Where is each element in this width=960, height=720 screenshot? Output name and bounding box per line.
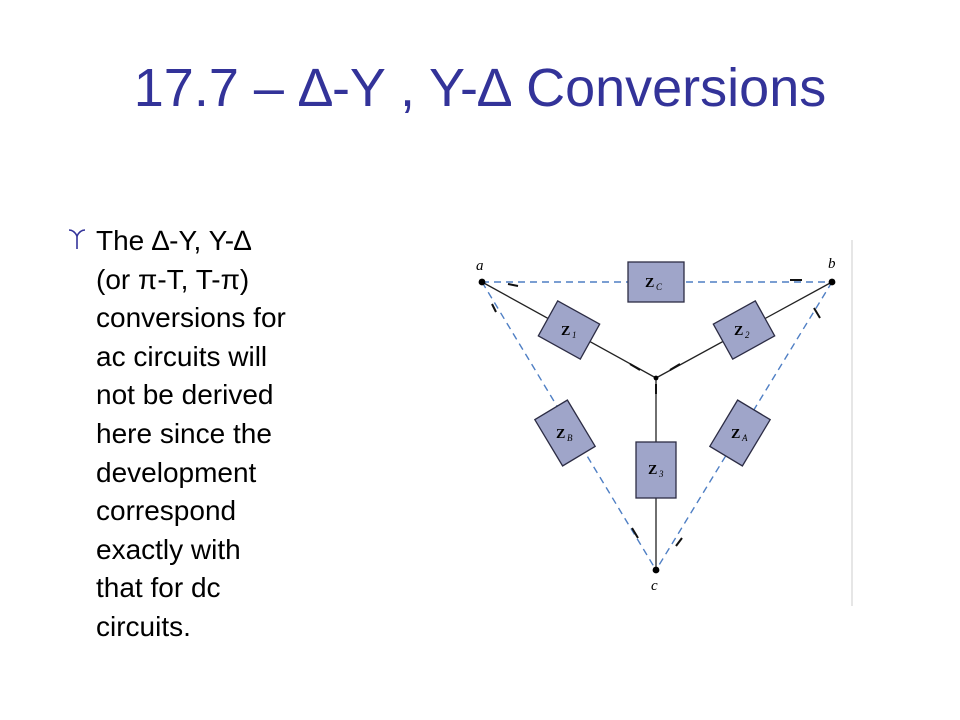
za-main: Z (731, 427, 740, 442)
bullet-line: development (96, 456, 257, 488)
bullet-text: The ∆-Y, Y-∆ (or π-T, T-π) conversions f… (96, 222, 361, 647)
curl-bullet-icon (68, 229, 86, 249)
label-b: b (828, 256, 836, 272)
node-a (478, 278, 486, 286)
z3-sub: 3 (658, 469, 664, 479)
bullet-line: The ∆-Y, Y-∆ (96, 225, 252, 256)
delta-wye-diagram: a b c Z C Z 1 Z 2 Z 3 Z B (470, 238, 862, 608)
impedance-z2 (712, 299, 776, 361)
bullet-line: circuits. (96, 610, 191, 642)
label-a: a (476, 258, 484, 274)
impedance-zb (533, 399, 597, 467)
z1-sub: 1 (572, 330, 577, 340)
z2-sub: 2 (745, 330, 750, 340)
direction-ticks (491, 279, 821, 547)
zc-sub: C (656, 282, 663, 292)
label-c: c (651, 578, 658, 594)
z1-main: Z (561, 324, 570, 339)
node-c (652, 566, 660, 574)
node-b (828, 278, 836, 286)
impedance-zc: Z C (627, 261, 685, 303)
impedance-z1 (537, 299, 601, 361)
z2-main: Z (734, 324, 743, 339)
za-sub: A (741, 433, 748, 443)
bullet-line: conversions for (96, 302, 286, 334)
z3-main: Z (648, 463, 657, 478)
zb-main: Z (556, 427, 565, 442)
bullet-line: not be derived (96, 379, 274, 411)
node-center (653, 375, 659, 381)
slide-title: 17.7 – ∆-Y , Y-∆ Conversions (133, 58, 827, 118)
impedance-z3: Z 3 (635, 441, 677, 499)
bullet-line: that for dc (96, 572, 221, 604)
bullet-line: exactly with (96, 533, 241, 565)
bullet-line: (or π-T, T-π) (96, 263, 250, 295)
bullet-line: ac circuits will (96, 340, 268, 372)
zc-main: Z (645, 276, 654, 291)
circuit-svg: a b c Z C Z 1 Z 2 Z 3 Z B (476, 240, 853, 606)
impedance-za (708, 399, 772, 467)
bullet-line: here since the (96, 417, 272, 449)
zb-sub: B (567, 433, 573, 443)
bullet-line: correspond (96, 495, 237, 527)
